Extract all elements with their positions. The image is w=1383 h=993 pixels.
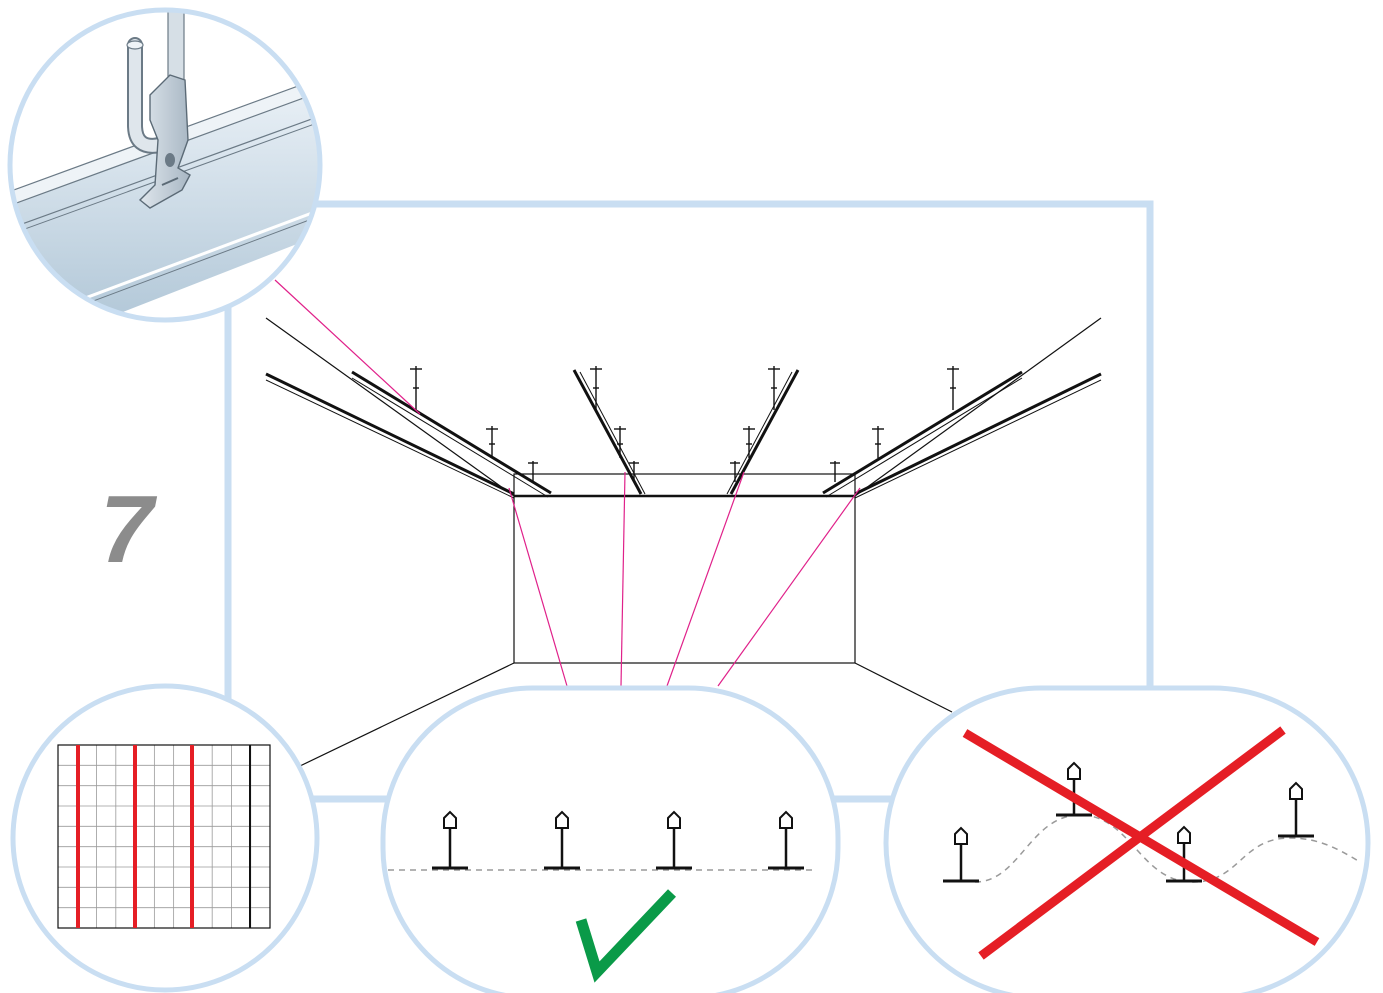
room-perspective xyxy=(265,317,1102,767)
callout-ring xyxy=(7,7,323,323)
main-runner xyxy=(351,370,552,498)
callout-ring xyxy=(380,685,841,993)
hanger xyxy=(830,461,840,482)
cross-mark-icon xyxy=(962,726,1320,960)
red-main-runners xyxy=(76,745,194,928)
hanger xyxy=(614,426,626,458)
level-hanger xyxy=(1278,781,1314,838)
step-number: 7 xyxy=(100,476,158,583)
hangers xyxy=(410,366,959,482)
level-wrong xyxy=(883,685,1371,993)
hanger xyxy=(590,366,602,410)
hanger xyxy=(629,461,639,482)
check-mark-icon xyxy=(575,889,676,983)
level-hanger xyxy=(432,810,468,870)
grid-layout-plan xyxy=(10,683,320,993)
hanger xyxy=(768,366,780,410)
back-wall xyxy=(513,473,856,664)
guide-line xyxy=(508,487,568,687)
ceiling-edge-left xyxy=(265,317,515,497)
wall-angle-right xyxy=(854,372,1102,496)
guide-line xyxy=(717,487,861,687)
wall-angle-left xyxy=(265,372,515,496)
hanger xyxy=(486,426,498,458)
level-hanger xyxy=(656,810,692,870)
hanger xyxy=(947,366,959,410)
guide-line xyxy=(274,279,421,415)
callout-ring xyxy=(10,683,320,993)
main-runner xyxy=(726,369,800,495)
hanger xyxy=(872,426,884,458)
hanger xyxy=(528,461,538,482)
hanger xyxy=(730,461,740,482)
level-hanger xyxy=(544,810,580,870)
level-correct xyxy=(380,685,841,993)
level-hanger xyxy=(943,826,979,883)
main-runner xyxy=(822,370,1023,498)
floor-edge-left xyxy=(299,662,515,767)
guide-line xyxy=(666,471,745,687)
hanger xyxy=(743,426,755,458)
level-hanger xyxy=(768,810,804,870)
ceiling-edge-right xyxy=(854,317,1102,497)
callout-ring xyxy=(883,685,1371,993)
floor-edge-right xyxy=(854,662,953,713)
guide-line xyxy=(620,471,626,687)
hanger xyxy=(410,366,422,410)
hanger-clip-detail xyxy=(7,7,323,323)
guide-lines xyxy=(274,279,861,687)
